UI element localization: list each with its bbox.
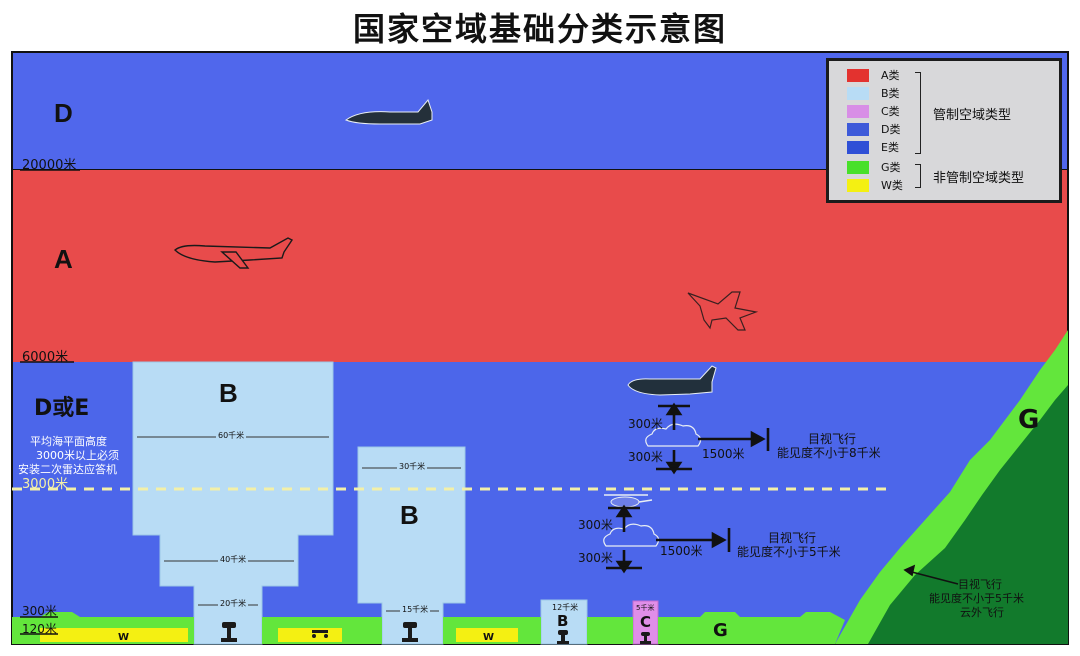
zone-w-left-label: W <box>118 632 130 643</box>
vfr-high-horizontal: 1500米 <box>702 447 745 461</box>
legend-item: D类 <box>847 122 900 136</box>
legend-item: G类 <box>847 160 901 174</box>
vfr-high-arrows <box>656 402 770 475</box>
g-vfr-pointer <box>903 564 959 585</box>
radius-5-label: 5千米 <box>636 604 655 612</box>
legend-swatch-a <box>847 68 869 82</box>
vfr-low-below: 300米 <box>578 551 613 565</box>
control-tower-icon <box>640 632 651 644</box>
zone-a-label: A <box>54 244 73 274</box>
transponder-note-line3: 安装二次雷达应答机 <box>18 463 117 476</box>
legend-label: A类 <box>881 69 900 82</box>
radius-20-label: 20千米 <box>218 598 249 609</box>
cloud-icon-low <box>603 523 660 547</box>
legend-bracket-uncontrolled <box>915 164 921 188</box>
legend-uncontrolled-label: 非管制空域类型 <box>933 171 1025 186</box>
legend-bracket-controlled <box>915 72 921 154</box>
drone-icon <box>312 630 328 638</box>
control-tower-icon <box>557 630 569 644</box>
legend-swatch-w <box>847 178 869 192</box>
radius-30-label: 30千米 <box>397 461 428 472</box>
altitude-300-label: 300米 <box>22 604 57 618</box>
legend-item: E类 <box>847 140 899 154</box>
vfr-low-visibility: 能见度不小于5千米 <box>737 545 841 559</box>
vfr-g-line1: 目视飞行 <box>958 578 1002 591</box>
airliner-icon <box>627 365 717 396</box>
zone-b-large-label: B <box>219 378 238 408</box>
space-shuttle-icon <box>344 98 433 125</box>
legend-item: B类 <box>847 86 900 100</box>
altitude-3000-label: 3000米 <box>22 477 69 492</box>
diagram-title: 国家空域基础分类示意图 <box>352 10 727 48</box>
zone-g-ground-label: G <box>713 620 728 641</box>
vfr-high-below: 300米 <box>628 450 663 464</box>
legend-swatch-g <box>847 160 869 174</box>
class-w-mid-a <box>278 628 342 642</box>
legend-label: D类 <box>881 123 901 136</box>
transponder-note-line2: 3000米以上必须 <box>36 449 119 462</box>
transponder-note-line1: 平均海平面高度 <box>30 435 107 448</box>
legend-swatch-c <box>847 104 869 118</box>
class-g-mountain <box>868 385 1068 644</box>
control-tower-icon <box>221 622 237 642</box>
legend-panel: A类 B类 C类 D类 E类 G类 W类 管制空域类型 非管制空域类型 <box>826 58 1062 203</box>
airliner-icon <box>173 237 294 269</box>
zone-c-label: C <box>640 613 652 631</box>
zone-b-medium-label: B <box>400 500 419 530</box>
vfr-high-above: 300米 <box>628 417 663 431</box>
legend-controlled-label: 管制空域类型 <box>933 108 1012 123</box>
vfr-g-line3: 云外飞行 <box>960 606 1004 619</box>
legend-label: G类 <box>881 161 901 174</box>
legend-item: W类 <box>847 178 903 192</box>
fighter-jet-icon <box>687 291 759 331</box>
vfr-low-horizontal: 1500米 <box>660 544 703 558</box>
class-w-mid-b <box>456 628 518 642</box>
altitude-120-label: 120米 <box>22 622 57 636</box>
legend-label: C类 <box>881 105 900 118</box>
legend-label: E类 <box>881 141 899 154</box>
control-tower-icon <box>402 622 418 642</box>
legend-item: C类 <box>847 104 900 118</box>
vfr-low-title: 目视飞行 <box>768 531 817 545</box>
zone-d-or-e-label: D或E <box>34 396 90 421</box>
zone-w-mid-label: W <box>483 632 495 643</box>
zone-b-small-label: B <box>557 612 569 630</box>
radius-60-label: 60千米 <box>216 430 247 441</box>
radius-15-label: 15千米 <box>400 604 431 615</box>
vfr-low-above: 300米 <box>578 518 613 532</box>
vfr-g-line2: 能见度不小于5千米 <box>929 592 1024 605</box>
vfr-high-visibility: 能见度不小于8千米 <box>777 446 881 460</box>
altitude-6000-label: 6000米 <box>22 350 69 365</box>
altitude-20000-label: 20000米 <box>22 158 77 173</box>
radius-12-label: 12千米 <box>552 603 579 612</box>
zone-g-mountain-label: G <box>1018 405 1040 435</box>
vfr-high-title: 目视飞行 <box>808 432 857 446</box>
zone-d-label: D <box>54 98 73 128</box>
legend-item: A类 <box>847 68 900 82</box>
legend-swatch-b <box>847 86 869 100</box>
vfr-low-arrows <box>606 504 731 574</box>
legend-label: B类 <box>881 87 900 100</box>
legend-swatch-d <box>847 122 869 136</box>
radius-40-label: 40千米 <box>218 554 249 565</box>
legend-label: W类 <box>881 179 903 192</box>
legend-swatch-e <box>847 140 869 154</box>
class-w-left <box>40 628 188 642</box>
